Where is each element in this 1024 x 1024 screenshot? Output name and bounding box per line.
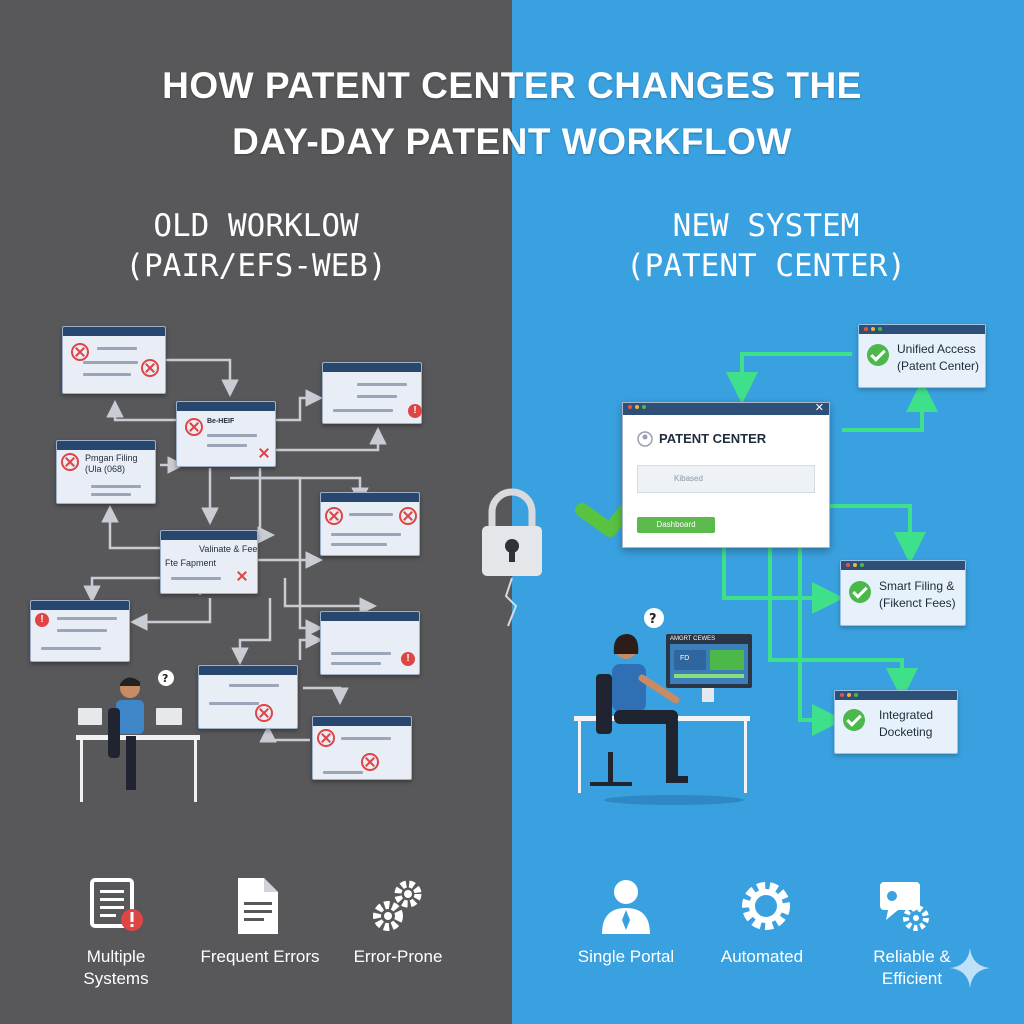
gear-icon	[736, 876, 796, 936]
monitor-heading: AMGRT CEWES	[670, 636, 715, 642]
legacy-window-filing: Pmgan Filing (Ula (068)	[56, 440, 156, 504]
document-icon	[228, 876, 288, 936]
check-icon	[849, 581, 871, 603]
legacy-window-5-alert-icon: !	[35, 613, 49, 627]
patent-center-input-text: Kibased	[674, 474, 703, 483]
frustrated-worker-illustration: ?	[70, 668, 210, 808]
feature-1-line-1: Unified Access	[897, 341, 979, 358]
footer-multiple-systems-line-2: Systems	[46, 968, 186, 990]
monitor-field: FD	[680, 655, 689, 662]
legacy-window-5: !	[30, 600, 130, 662]
feature-smart-filing: Smart Filing & (Fikenct Fees)	[840, 560, 966, 626]
patent-center-input[interactable]: Kibased	[637, 465, 815, 493]
happy-worker-illustration: ?	[568, 602, 758, 806]
svg-text:?: ?	[162, 672, 168, 685]
feature-2-line-1: Smart Filing &	[879, 578, 956, 595]
user-circle-icon	[637, 431, 653, 447]
legacy-window-2-text: Be-HEIF	[207, 418, 234, 426]
feature-3-line-2: Docketing	[879, 724, 933, 741]
filing-window-line-2: (Ula (068)	[85, 465, 125, 475]
legacy-window-4	[320, 492, 420, 556]
legacy-window-8	[312, 716, 412, 780]
validate-window-line-2: Fte Fapment	[165, 559, 216, 569]
tangled-arrows	[0, 0, 512, 1024]
footer-automated: Automated	[692, 946, 832, 968]
sparkle-icon	[948, 946, 992, 990]
feature-integrated-docketing: Integrated Docketing	[834, 690, 958, 754]
chat-gear-icon	[876, 876, 936, 936]
document-list-alert-icon	[86, 876, 146, 936]
footer-multiple-systems-line-1: Multiple	[46, 946, 186, 968]
patent-center-window: ✕ PATENT CENTER Kibased Dashboard	[622, 402, 830, 548]
legacy-window-1	[62, 326, 166, 394]
feature-2-line-2: (Fikenct Fees)	[879, 595, 956, 612]
dashboard-button[interactable]: Dashboard	[637, 517, 715, 533]
footer-error-prone: Error-Prone	[328, 946, 468, 968]
footer-single-portal: Single Portal	[556, 946, 696, 968]
check-icon	[867, 344, 889, 366]
legacy-window-2: Be-HEIF	[176, 401, 276, 467]
footer-multiple-systems: Multiple Systems	[46, 946, 186, 990]
legacy-window-validate: Valinate & Fee Fte Fapment	[160, 530, 258, 594]
check-icon	[843, 709, 865, 731]
patent-center-title: PATENT CENTER	[659, 431, 766, 446]
svg-text:?: ?	[649, 612, 657, 627]
legacy-window-3: !	[322, 362, 422, 424]
feature-unified-access: Unified Access (Patent Center)	[858, 324, 986, 388]
legacy-window-6: !	[320, 611, 420, 675]
filing-window-line-1: Pmgan Filing	[85, 454, 138, 464]
legacy-window-3-alert-icon: !	[408, 404, 422, 418]
feature-3-line-1: Integrated	[879, 707, 933, 724]
user-icon	[596, 876, 656, 936]
validate-window-line-1: Valinate & Fee	[199, 545, 257, 555]
footer-frequent-errors: Frequent Errors	[190, 946, 330, 968]
legacy-window-7	[198, 665, 298, 729]
feature-1-line-2: (Patent Center)	[897, 358, 979, 375]
gears-icon	[370, 876, 430, 936]
close-icon[interactable]: ✕	[815, 401, 824, 414]
legacy-window-6-alert-icon: !	[401, 652, 415, 666]
